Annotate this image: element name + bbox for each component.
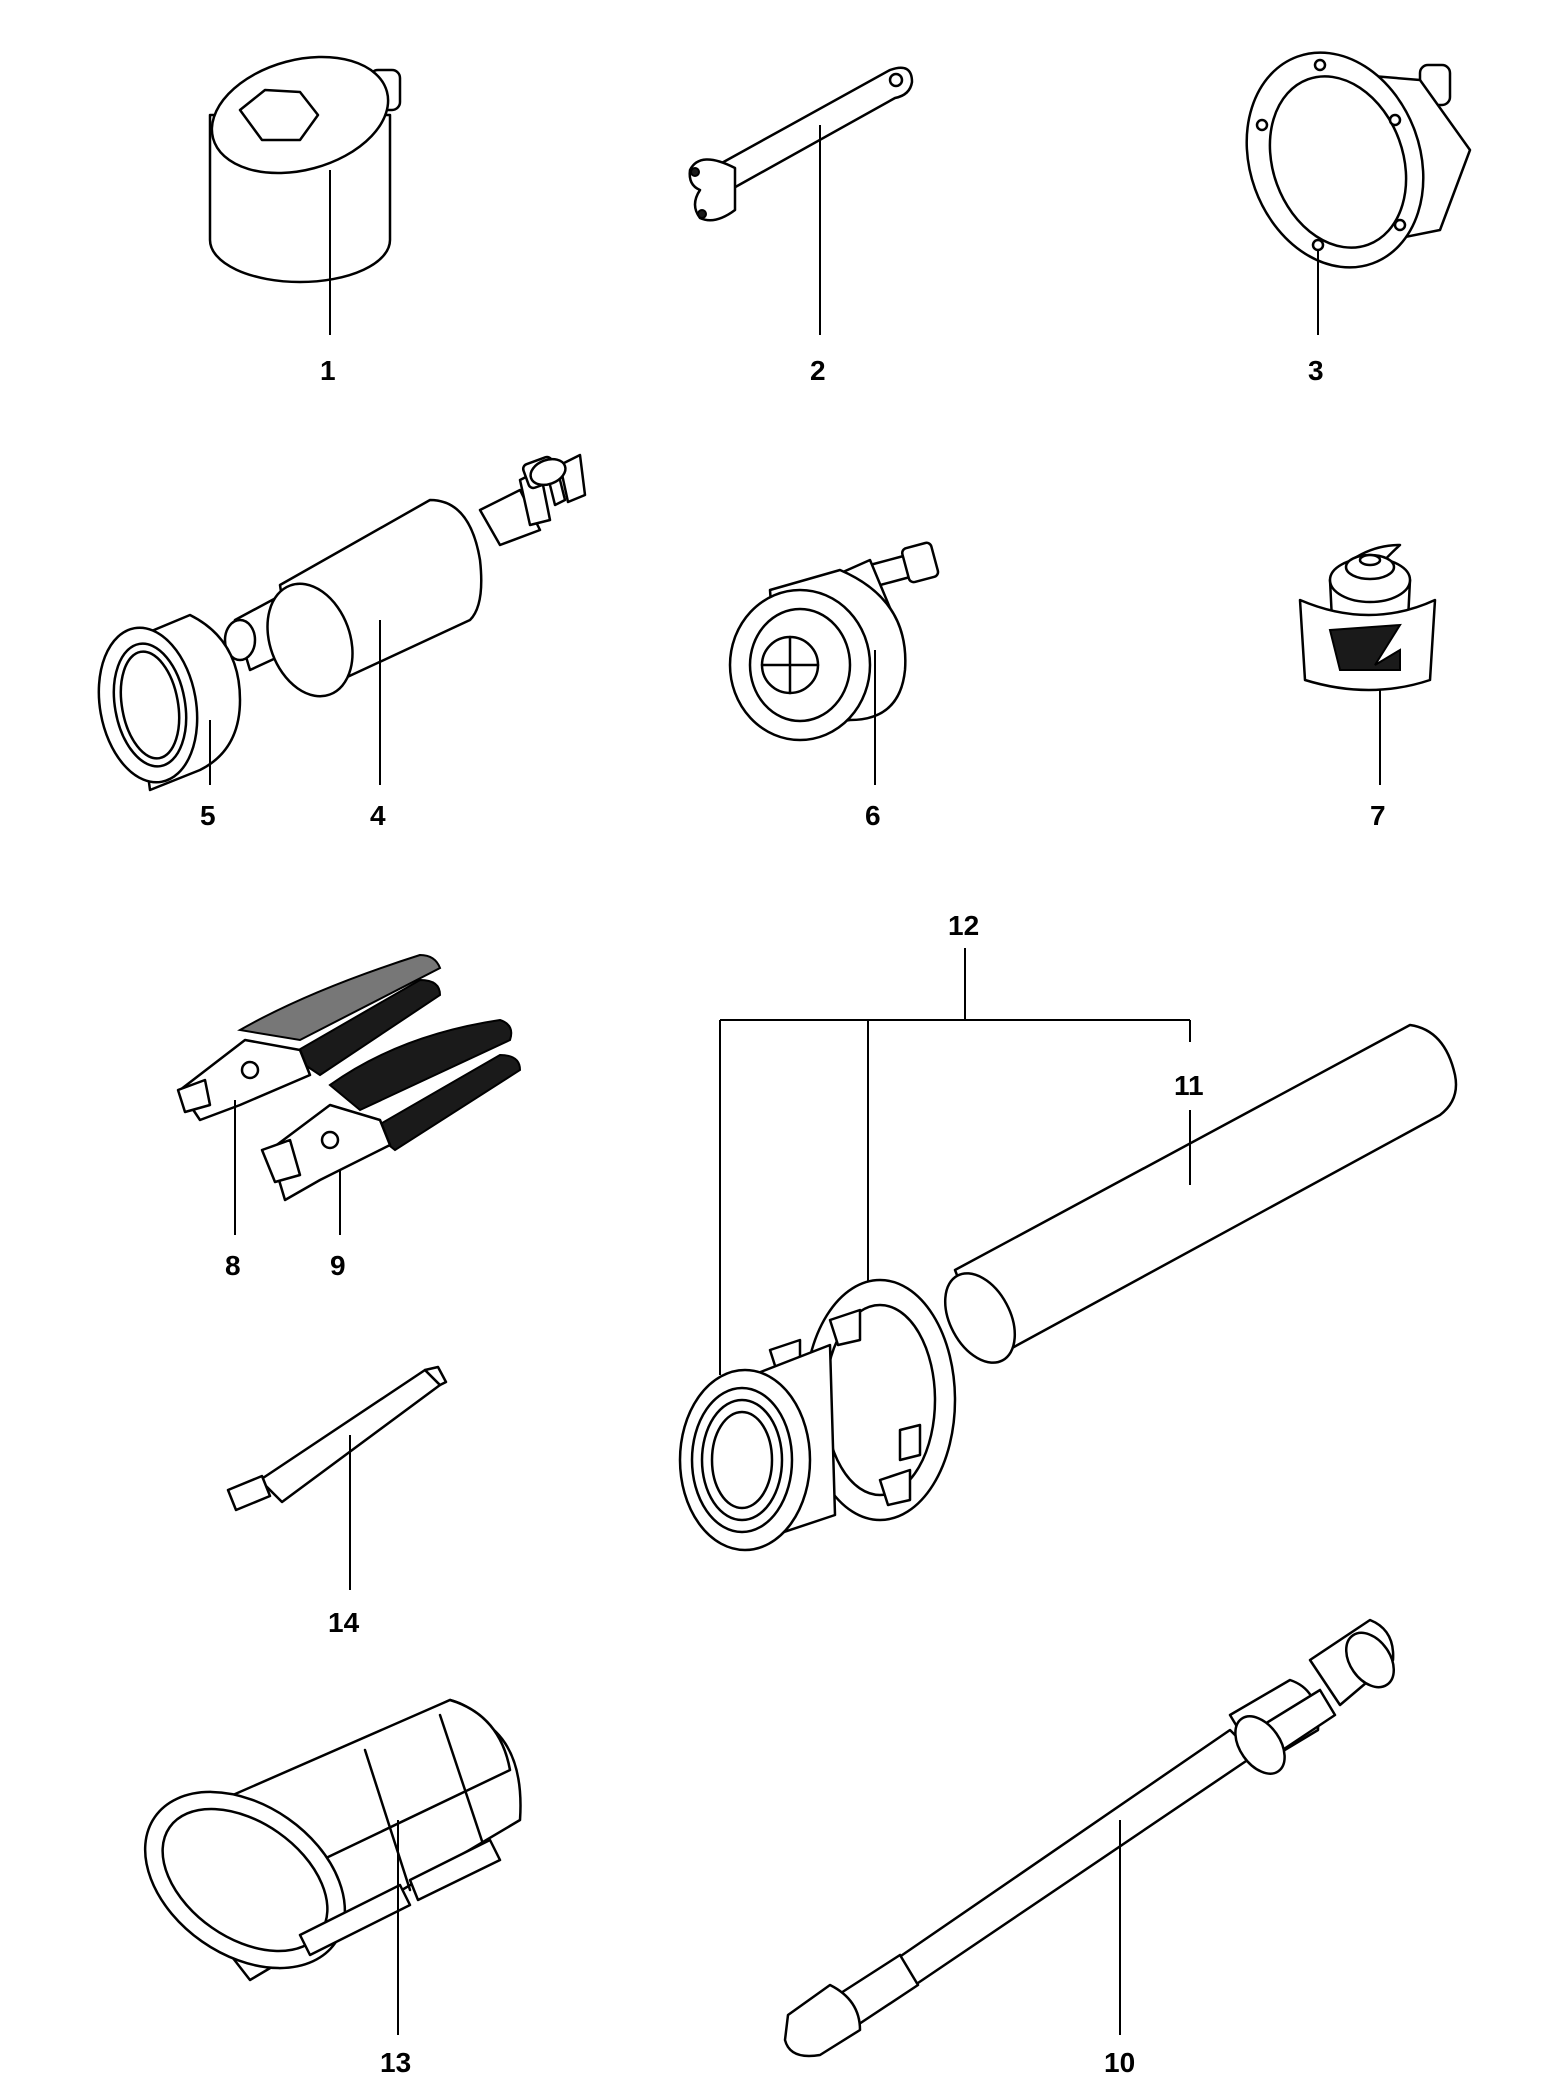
label-part-5: 5 <box>200 800 216 831</box>
part-12-leader-bracket <box>719 948 1191 1375</box>
part-1-hex-socket <box>208 55 402 284</box>
part-9-pliers <box>260 1018 522 1202</box>
part-3-ring-nut-wrench <box>1245 51 1472 269</box>
label-part-4: 4 <box>370 800 386 831</box>
label-part-12: 12 <box>948 910 979 941</box>
part-6-bearing-extractor <box>728 541 940 742</box>
part-7-adapter <box>1298 543 1437 692</box>
part-8-pliers <box>176 953 442 1122</box>
part-12-hub-tool <box>678 1278 957 1552</box>
part-10-drift <box>783 1618 1396 2058</box>
label-part-8: 8 <box>225 1250 241 1281</box>
label-part-6: 6 <box>865 800 881 831</box>
label-part-14: 14 <box>328 1607 360 1638</box>
label-part-13: 13 <box>380 2047 411 2078</box>
label-part-10: 10 <box>1104 2047 1135 2078</box>
part-2-pin-spanner <box>688 66 914 222</box>
label-part-1: 1 <box>320 355 336 386</box>
label-part-11: 11 <box>1174 1070 1204 1101</box>
part-11-bar <box>943 1023 1458 1364</box>
label-part-9: 9 <box>330 1250 346 1281</box>
part-4-puller <box>223 453 587 698</box>
label-part-2: 2 <box>810 355 826 386</box>
part-13-split-sleeve <box>143 1698 522 1982</box>
part-5-threaded-ring <box>97 613 242 792</box>
part-14-hex-key <box>226 1365 448 1512</box>
label-part-7: 7 <box>1370 800 1386 831</box>
label-part-3: 3 <box>1308 355 1324 386</box>
